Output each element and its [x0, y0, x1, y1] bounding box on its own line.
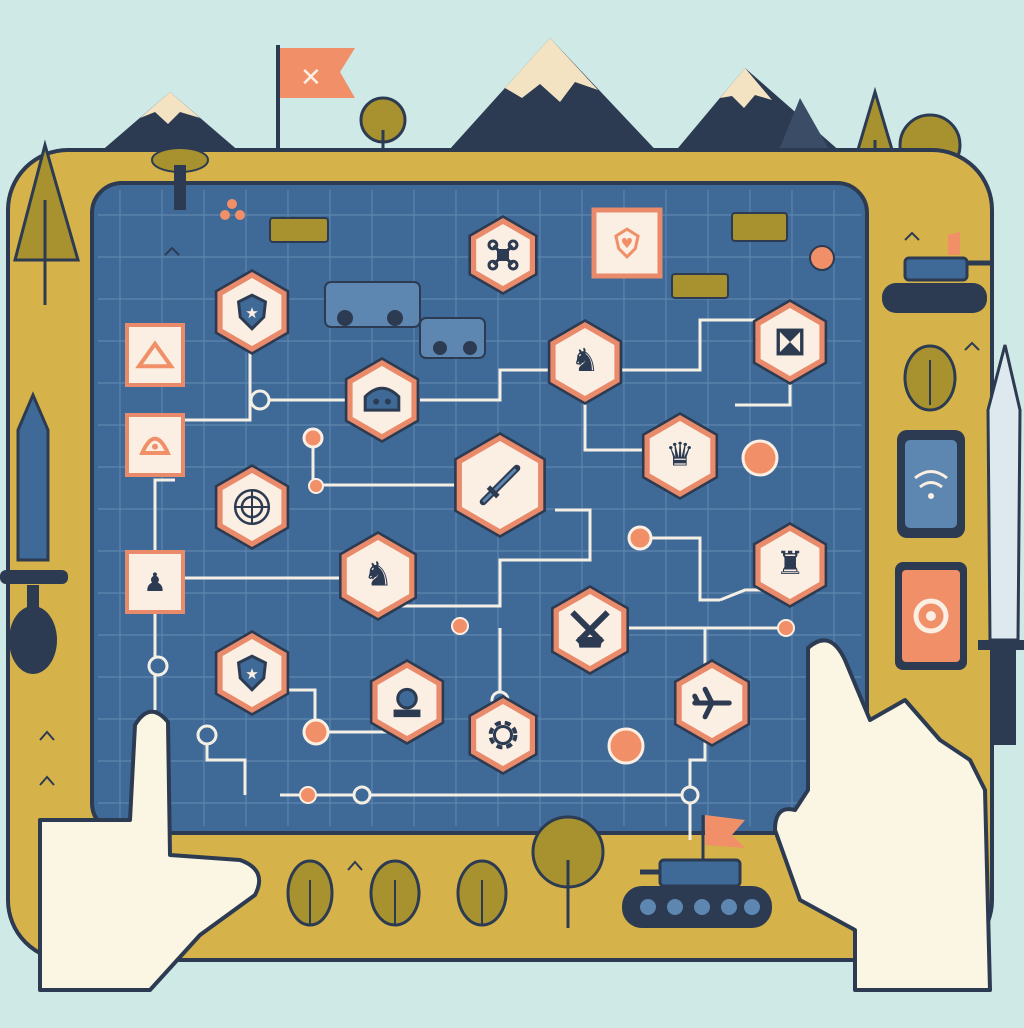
target-icon	[233, 488, 271, 526]
map-node-shield-2[interactable]: ★	[214, 630, 290, 716]
svg-text:✕: ✕	[300, 63, 322, 93]
crossed-axes-icon	[570, 610, 610, 648]
svg-text:♞: ♞	[571, 341, 600, 379]
map-node-orb[interactable]	[369, 659, 445, 745]
map-node-knight-2[interactable]: ♞	[339, 531, 417, 621]
mountains	[85, 38, 850, 165]
path-dots	[147, 245, 835, 805]
svg-text:♟: ♟	[144, 568, 167, 598]
map-node-helmet[interactable]	[344, 357, 420, 443]
map-node-jet[interactable]	[673, 659, 751, 747]
signal-icon	[914, 470, 948, 480]
map-node-crossed-box[interactable]	[752, 299, 828, 385]
heart-shield-icon: ♥	[614, 227, 640, 259]
left-sword-icon	[0, 391, 68, 674]
rook-icon: ♜	[776, 544, 805, 582]
svg-text:★: ★	[245, 665, 259, 683]
svg-text:♞: ♞	[363, 555, 393, 594]
map-nodes: ★ ♥ ♞ ♛ ♞ ♜ ★ ♟	[125, 207, 828, 775]
map-node-shield-star[interactable]: ★	[214, 269, 290, 355]
map-square-bell[interactable]	[125, 413, 185, 477]
queen-icon: ♛	[665, 435, 694, 473]
map-node-knight-1[interactable]: ♞	[547, 319, 623, 405]
shield-star-icon: ★	[236, 654, 268, 692]
orb-icon	[393, 687, 421, 718]
left-tree-icon	[13, 139, 80, 305]
crossed-box-icon	[776, 328, 804, 356]
map-node-target[interactable]	[214, 464, 290, 550]
flag-icon: ✕	[276, 45, 355, 170]
map-node-heart-shield[interactable]: ♥	[591, 207, 663, 279]
drone-icon	[487, 239, 519, 271]
map-node-sword[interactable]	[454, 432, 546, 538]
map-square-tent[interactable]	[125, 323, 185, 387]
bell-icon	[139, 436, 171, 455]
svg-text:♛: ♛	[665, 435, 694, 473]
grass-marks	[39, 231, 980, 871]
svg-text:★: ★	[245, 304, 259, 322]
helmet-icon	[363, 386, 401, 412]
tank-icon-bottom	[622, 815, 772, 928]
trees-bottom	[286, 815, 605, 928]
shield-star-icon: ★	[236, 293, 268, 331]
gear-ring-icon	[488, 720, 518, 750]
map-square-pawn[interactable]: ♟	[125, 550, 185, 614]
knight-icon: ♞	[571, 341, 600, 379]
phone-settings[interactable]	[895, 562, 967, 670]
right-sword-icon	[978, 344, 1024, 745]
robot-unit-icon	[324, 281, 421, 328]
phone-signal[interactable]	[897, 430, 965, 538]
lamp-icon	[151, 147, 209, 210]
sword-icon	[479, 464, 521, 506]
map-node-crossed-axes[interactable]	[551, 585, 629, 675]
right-bush-icon	[903, 344, 957, 412]
map-node-rook[interactable]: ♜	[752, 522, 828, 608]
svg-text:♥: ♥	[621, 236, 633, 252]
map-node-drone[interactable]	[468, 215, 538, 295]
svg-text:♜: ♜	[776, 544, 805, 582]
map-node-queen[interactable]: ♛	[641, 412, 719, 500]
jet-icon	[692, 686, 732, 720]
board-units	[151, 147, 788, 359]
tent-icon	[135, 340, 175, 369]
pawn-icon: ♟	[144, 568, 167, 598]
tank-icon-side	[882, 232, 990, 313]
gear-icon	[913, 598, 949, 634]
knight-icon: ♞	[363, 555, 393, 594]
mech-unit-icon	[419, 317, 486, 359]
map-node-gear-ring[interactable]	[468, 695, 538, 775]
right-hand	[773, 638, 992, 992]
left-hand	[38, 709, 261, 992]
